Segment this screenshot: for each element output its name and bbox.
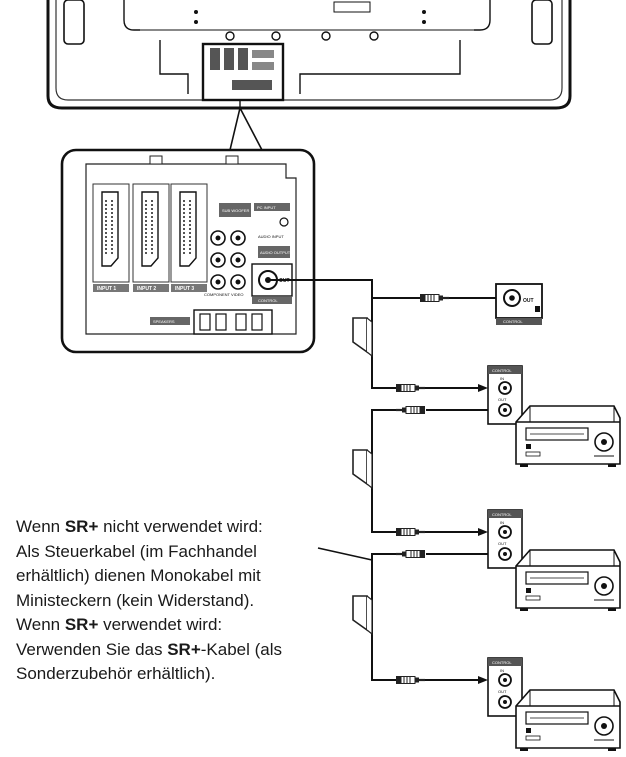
tv-rear: [46, 0, 572, 110]
control-box-out-label: OUT: [523, 298, 534, 304]
speakers-label: SPEAKERS: [153, 319, 175, 324]
device-1: CONTROL IN OUT: [487, 365, 621, 468]
component-video-label: COMPONENT VIDEO: [204, 292, 244, 297]
device-2-control-label: CONTROL: [492, 512, 512, 517]
input2-label: INPUT 2: [137, 286, 156, 292]
flow-arrow-3: [352, 595, 373, 635]
caption-line-1: Wenn SR+ nicht verwendet wird:: [16, 517, 263, 536]
caption-line-2: Als Steuerkabel (im Fachhandel: [16, 541, 257, 561]
flow-arrow-2: [352, 449, 373, 489]
caption-line-3: erhältlich) dienen Monokabel mit: [16, 566, 261, 585]
device-1-in-label: IN: [500, 376, 504, 381]
device-1-control-label: CONTROL: [492, 368, 512, 373]
caption-line-4: Ministeckern (kein Widerstand).: [16, 590, 255, 610]
control-box-label: CONTROL: [503, 319, 523, 324]
rca-jacks: [210, 230, 246, 290]
audio-output-label: AUDIO OUTPUT: [260, 250, 291, 255]
caption-line-6: Verwenden Sie das SR+-Kabel (als: [16, 639, 283, 659]
device-1-out-label: OUT: [498, 397, 507, 402]
device-2-out-label: OUT: [498, 541, 507, 546]
input3-label: INPUT 3: [175, 286, 194, 292]
zoom-callout: [229, 107, 263, 151]
flow-arrow-1: [352, 317, 373, 357]
control-box: OUT CONTROL: [495, 283, 543, 325]
terminal-panel: INPUT 1 INPUT 2 INPUT 3 SUB WOOFER PC IN…: [60, 148, 316, 354]
device-3-in-label: IN: [500, 668, 504, 673]
scart-inputs: INPUT 1 INPUT 2 INPUT 3: [92, 183, 208, 292]
input1-label: INPUT 1: [97, 286, 116, 292]
pc-input-label: PC INPUT: [257, 205, 276, 210]
device-2-in-label: IN: [500, 520, 504, 525]
sub-woofer-label: SUB WOOFER: [222, 208, 249, 213]
device-3-control-label: CONTROL: [492, 660, 512, 665]
caption-line-7: Sonderzubehör erhältlich).: [16, 664, 216, 683]
panel-control-label: CONTROL: [258, 298, 278, 303]
device-2: CONTROL IN OUT: [487, 509, 621, 612]
device-3: CONTROL IN OUT: [487, 657, 621, 752]
device-3-out-label: OUT: [498, 689, 507, 694]
caption-line-5: Wenn SR+ verwendet wird:: [16, 615, 223, 634]
caption-text: Wenn SR+ nicht verwendet wird: Als Steue…: [16, 515, 346, 687]
audio-input-label: AUDIO INPUT: [258, 234, 284, 239]
